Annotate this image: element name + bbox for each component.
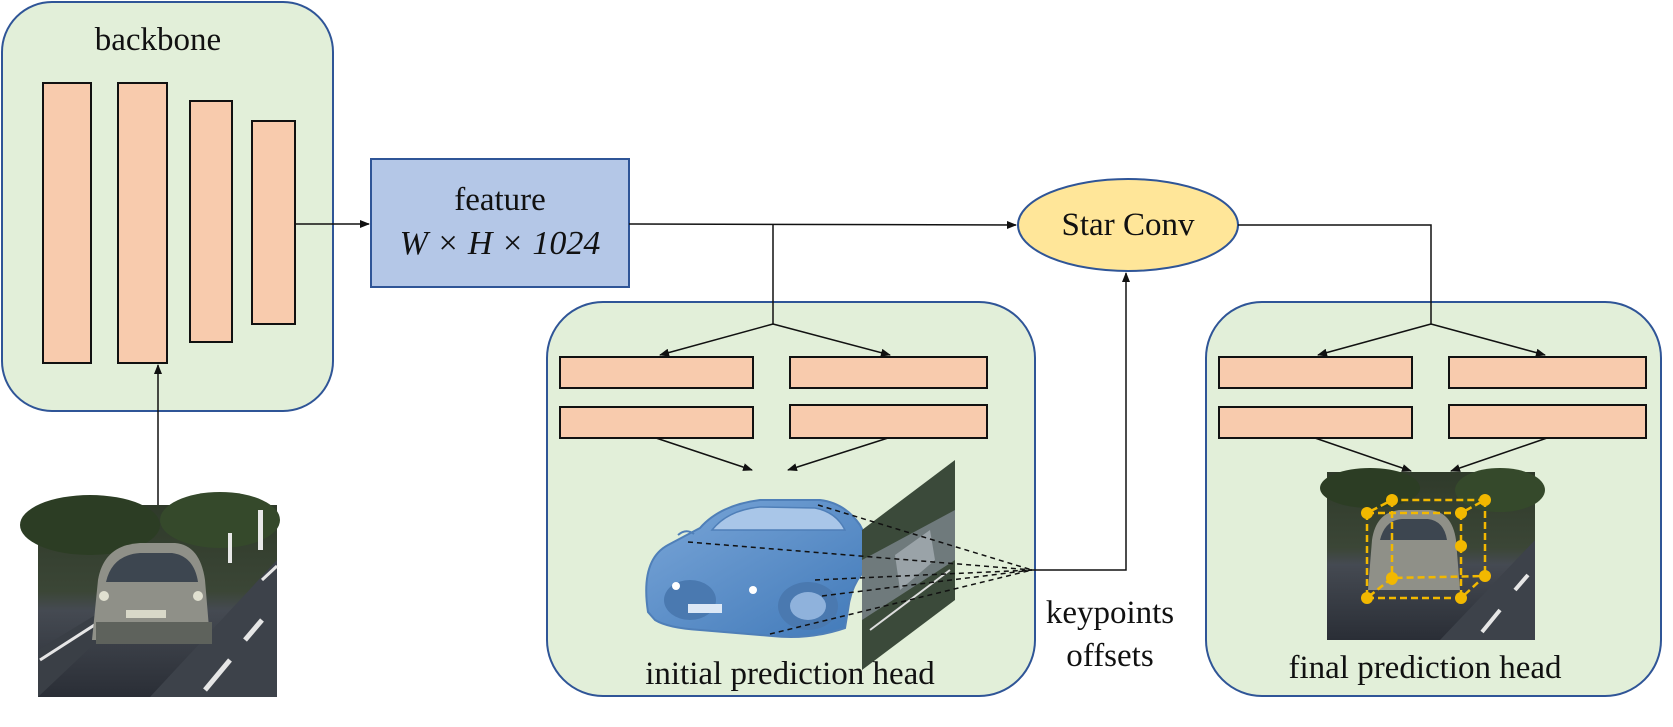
backbone-layer-3: [189, 100, 233, 343]
result-image: [1320, 468, 1545, 640]
initial-head-layer-3: [559, 406, 754, 439]
offsets-label: offsets: [1066, 638, 1154, 674]
backbone-layer-1: [42, 82, 92, 364]
initial-head-title: initial prediction head: [645, 656, 935, 692]
feature-dims: W × H × 1024: [399, 225, 601, 262]
input-image: [20, 492, 280, 697]
initial-head-layer-2: [789, 356, 988, 389]
final-head-layer-3: [1218, 406, 1413, 439]
keypoint-projection-lines: [687, 504, 1033, 635]
final-head-panel: [1205, 301, 1662, 697]
backbone-layer-4: [251, 120, 296, 325]
star-conv-label: Star Conv: [1061, 207, 1195, 243]
final-head-layer-1: [1218, 356, 1413, 389]
final-head-layer-4: [1448, 404, 1647, 439]
feature-title: feature: [454, 182, 546, 218]
backbone-layer-2: [117, 82, 168, 364]
final-head-title: final prediction head: [1288, 650, 1562, 686]
car-model-icon: [645, 499, 880, 638]
initial-head-layer-4: [789, 404, 988, 439]
final-head-layer-2: [1448, 356, 1647, 389]
feature-box: [370, 158, 630, 288]
keypoints-label: keypoints: [1045, 595, 1175, 631]
backbone-panel: [1, 1, 334, 412]
initial-head-panel: [546, 301, 1036, 697]
backbone-title: backbone: [94, 22, 222, 58]
connectors: [154, 220, 1548, 571]
keypoint-markers: [1361, 494, 1491, 604]
initial-head-layer-1: [559, 356, 754, 389]
